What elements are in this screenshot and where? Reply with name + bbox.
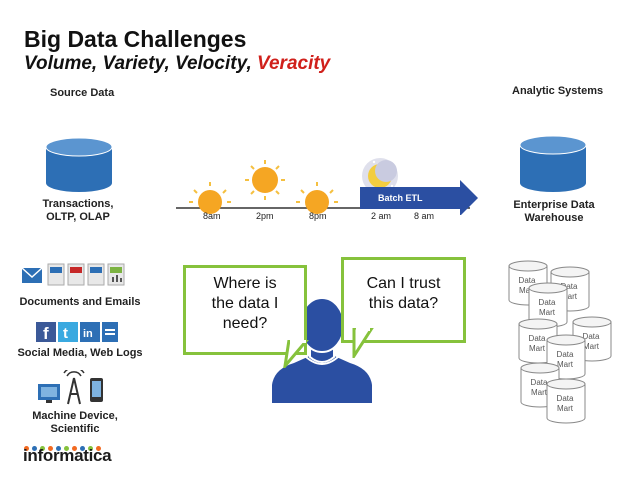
excel-doc-icon [107, 263, 125, 286]
source-data-header: Source Data [50, 87, 115, 99]
warehouse-cylinder-icon [519, 135, 587, 192]
analytic-systems-header: Analytic Systems [512, 85, 604, 97]
data-mart-label: Data Mart [582, 332, 600, 351]
batch-etl-arrow [360, 180, 478, 215]
subtitle-accent: Veracity [257, 53, 331, 74]
data-mart-icon: Data Mart [528, 282, 568, 328]
data-mart-label: Data Mart [528, 334, 546, 353]
slide-title: Big Data Challenges [24, 26, 247, 52]
data-mart-icon: Data Mart [520, 362, 560, 408]
machine-icons [34, 366, 114, 406]
sun-icon [245, 160, 285, 200]
social-icons: f t in [30, 320, 130, 346]
data-mart-label: Data Mart [556, 350, 574, 369]
svg-text:t: t [63, 325, 68, 342]
logo-dots [24, 438, 104, 456]
twitter-icon: t [58, 322, 78, 342]
person-icon [272, 297, 372, 403]
subtitle-plain: Volume, Variety, Velocity, [24, 53, 252, 74]
data-mart-label: Data Mart [538, 298, 556, 317]
time-tick: 2 am [371, 211, 392, 221]
slide-subtitle: Volume, Variety, Velocity, Veracity [24, 53, 330, 75]
mobile-phone-icon [90, 378, 103, 402]
bubble-tail-left [283, 340, 309, 368]
informatica-logo: informatica [23, 446, 112, 465]
bubble-tail-right [352, 328, 374, 358]
svg-text:f: f [43, 324, 49, 343]
data-mart-label: Data Mart [518, 276, 536, 295]
time-tick: 2pm [256, 211, 274, 221]
social-label: Social Media, Web Logs [17, 347, 143, 359]
database-cylinder-icon [45, 137, 113, 192]
facebook-icon: f [36, 322, 56, 343]
powerpoint-doc-icon [87, 263, 105, 286]
documents-label: Documents and Emails [19, 296, 141, 308]
machine-label: Machine Device, Scientific [32, 410, 118, 435]
batch-etl-label: Batch ETL [378, 193, 423, 203]
monitor-icon [38, 384, 60, 403]
time-tick: 8pm [309, 211, 327, 221]
radio-tower-icon [63, 366, 85, 405]
pdf-doc-icon [67, 263, 85, 286]
time-tick: 8 am [414, 211, 435, 221]
time-tick: 8am [203, 211, 221, 221]
linkedin-icon: in [80, 322, 100, 342]
email-icon [21, 267, 43, 283]
data-mart-label: Data Mart [556, 394, 574, 413]
sun-icon [189, 182, 231, 214]
svg-text:in: in [83, 328, 93, 340]
data-mart-label: Data Mart [560, 282, 578, 301]
warehouse-label: Enterprise Data Warehouse [513, 199, 595, 224]
timeline [176, 158, 478, 215]
moon-icon [362, 158, 398, 194]
blog-icon [102, 322, 118, 342]
documents-icons [20, 262, 140, 294]
data-mart-label: Data Mart [530, 378, 548, 397]
transactions-label: Transactions, OLTP, OLAP [42, 198, 114, 223]
data-mart-icon: Data Mart [546, 378, 586, 424]
question-bubble-where: Where is the data I need? [183, 265, 307, 355]
sun-icon [296, 182, 338, 214]
word-doc-icon [47, 263, 65, 286]
